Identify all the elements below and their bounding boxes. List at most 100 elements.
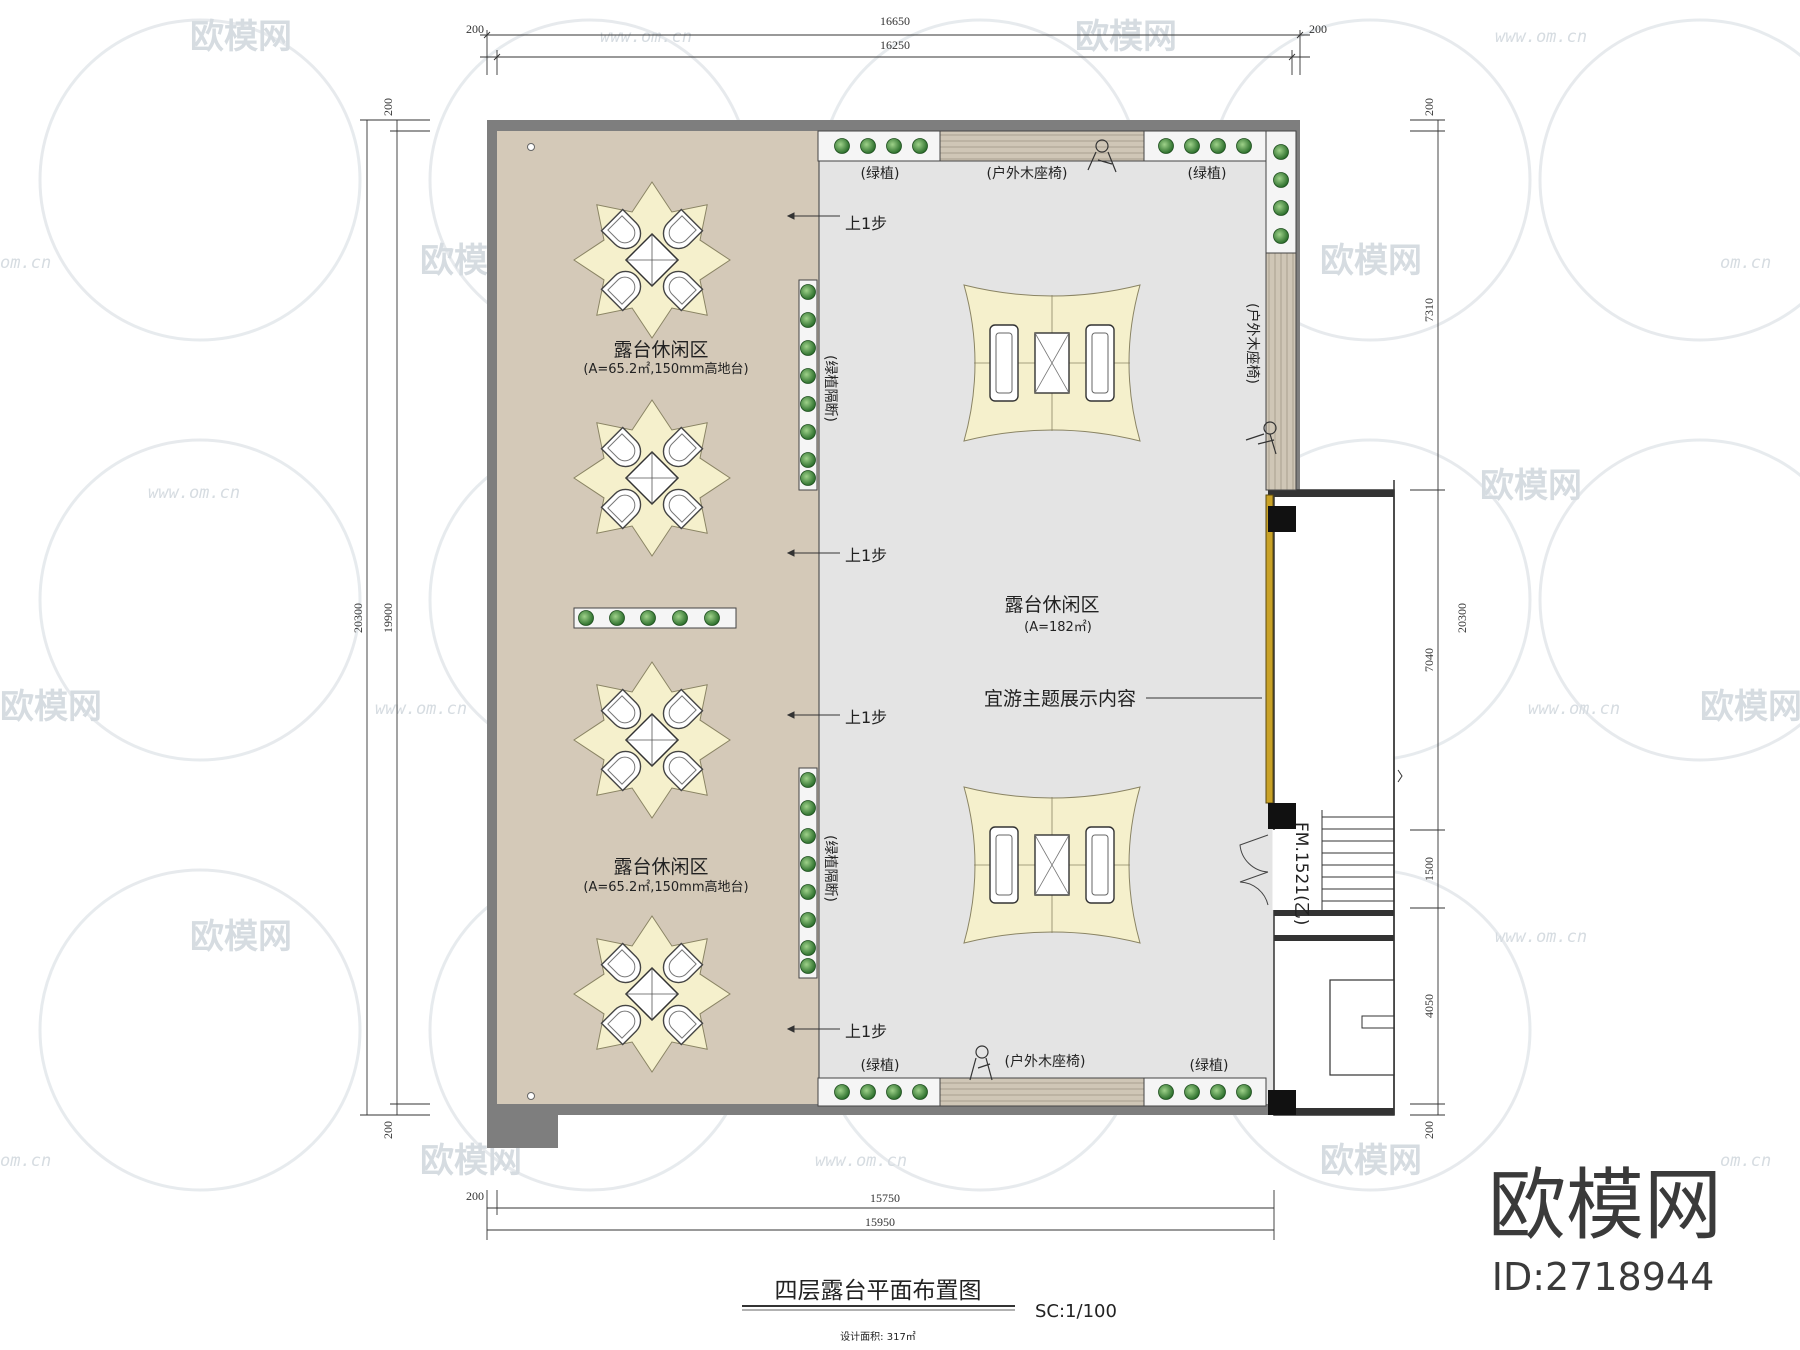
plant-icon bbox=[912, 1084, 928, 1100]
plant-icon bbox=[800, 340, 816, 356]
plant-icon bbox=[1273, 144, 1289, 160]
watermark-layer: 欧模网欧模网欧模网欧模网欧模网欧模网欧模网欧模网欧模网欧模网欧模网欧模网欧模网w… bbox=[0, 17, 1800, 1192]
bench-label: (户外木座椅) bbox=[987, 165, 1068, 182]
drain-icon bbox=[527, 1092, 535, 1100]
watermark-url: www.om.cn bbox=[1495, 27, 1587, 47]
dim-top-total: 16650 bbox=[880, 14, 910, 28]
sofa bbox=[1085, 324, 1115, 402]
central-plaza bbox=[819, 131, 1274, 1104]
umbrella-set bbox=[573, 181, 731, 339]
dim-right-bottom: 200 bbox=[1422, 1121, 1436, 1139]
dim-right-seg2: 7040 bbox=[1422, 648, 1436, 672]
planter-label: (绿植) bbox=[861, 1058, 900, 1074]
plant-icon bbox=[800, 368, 816, 384]
display-wall bbox=[1265, 494, 1274, 804]
plant-icon bbox=[800, 396, 816, 412]
plant-icon bbox=[800, 912, 816, 928]
bench-right bbox=[1265, 252, 1297, 491]
zone-sublabel-center: (A=182㎡) bbox=[1024, 620, 1092, 635]
watermark-text: 欧模网 bbox=[1320, 1141, 1422, 1181]
plant-icon bbox=[834, 138, 850, 154]
plant-icon bbox=[1273, 172, 1289, 188]
step-arrows bbox=[786, 212, 1262, 1033]
dim-top-left: 200 bbox=[466, 22, 484, 36]
plant-icon bbox=[578, 610, 594, 626]
planter-label: (绿植) bbox=[1188, 166, 1227, 182]
plant-icon bbox=[886, 1084, 902, 1100]
plant-icon bbox=[1273, 228, 1289, 244]
step-label: 上1步 bbox=[845, 708, 887, 727]
watermark-url: om.cn bbox=[0, 253, 51, 273]
plant-icon bbox=[1158, 1084, 1174, 1100]
plant-icon bbox=[1184, 1084, 1200, 1100]
watermark-url: om.cn bbox=[1720, 1151, 1771, 1171]
scale-label: SC:1/100 bbox=[1035, 1301, 1117, 1322]
plant-icon bbox=[1210, 138, 1226, 154]
dim-left-outer: 20300 bbox=[351, 603, 365, 633]
step-label: 上1步 bbox=[845, 546, 887, 565]
dim-bottom-inner: 15750 bbox=[870, 1191, 900, 1205]
plant-group bbox=[578, 138, 1289, 1100]
sail-canopy-group bbox=[963, 284, 1141, 944]
watermark-text: 欧模网 bbox=[0, 687, 102, 727]
dim-top-inner: 16250 bbox=[880, 38, 910, 52]
dim-left-top: 200 bbox=[381, 98, 395, 116]
watermark-text: 欧模网 bbox=[1700, 687, 1800, 727]
watermark-text: 欧模网 bbox=[190, 917, 292, 957]
dim-bottom-left: 200 bbox=[466, 1189, 484, 1203]
watermark-url: om.cn bbox=[0, 1151, 51, 1171]
drawing-title: 四层露台平面布置图 bbox=[775, 1278, 982, 1304]
bench-top bbox=[939, 130, 1145, 162]
partition-label: (绿植隔断) bbox=[822, 355, 838, 422]
plant-icon bbox=[800, 452, 816, 468]
watermark-url: www.om.cn bbox=[148, 483, 240, 503]
sofa bbox=[989, 324, 1019, 402]
plant-icon bbox=[912, 138, 928, 154]
dim-left-inner: 19900 bbox=[381, 603, 395, 633]
plant-icon bbox=[1236, 138, 1252, 154]
plant-icon bbox=[672, 610, 688, 626]
umbrella-set bbox=[573, 661, 731, 819]
plant-icon bbox=[886, 138, 902, 154]
sail-canopy bbox=[963, 284, 1141, 442]
plant-icon bbox=[800, 772, 816, 788]
plant-icon bbox=[1273, 200, 1289, 216]
plant-icon bbox=[609, 610, 625, 626]
plant-icon bbox=[800, 470, 816, 486]
step-label: 上1步 bbox=[845, 214, 887, 233]
umbrella-set bbox=[573, 399, 731, 557]
dim-right-seg3: 1500 bbox=[1422, 857, 1436, 881]
sofa bbox=[989, 826, 1019, 904]
person-icon bbox=[969, 139, 1277, 1081]
dim-top-right: 200 bbox=[1309, 22, 1327, 36]
plant-icon bbox=[800, 312, 816, 328]
door-label: FM.1521(乙) bbox=[1291, 822, 1311, 925]
watermark-url: www.om.cn bbox=[815, 1151, 907, 1171]
sail-canopy bbox=[963, 786, 1141, 944]
drain-icon bbox=[527, 143, 535, 151]
plant-icon bbox=[800, 884, 816, 900]
zone-label-center: 露台休闲区 bbox=[1004, 594, 1099, 616]
plant-icon bbox=[800, 828, 816, 844]
watermark-url: www.om.cn bbox=[1495, 927, 1587, 947]
dim-left-bottom: 200 bbox=[381, 1121, 395, 1139]
plant-icon bbox=[800, 424, 816, 440]
watermark-text: 欧模网 bbox=[1320, 241, 1422, 281]
plant-icon bbox=[860, 1084, 876, 1100]
dim-right-seg1: 7310 bbox=[1422, 298, 1436, 322]
sofa bbox=[1085, 826, 1115, 904]
plant-icon bbox=[1158, 138, 1174, 154]
umbrella-group bbox=[573, 181, 731, 1073]
stair-core bbox=[1265, 480, 1403, 1116]
watermark-text: 欧模网 bbox=[1075, 17, 1177, 57]
zone-label-left-bottom: 露台休闲区 bbox=[613, 856, 708, 878]
plant-icon bbox=[1184, 138, 1200, 154]
watermark-text: 欧模网 bbox=[1480, 466, 1582, 506]
zone-sublabel-left-bottom: (A=65.2㎡,150mm高地台) bbox=[583, 879, 748, 895]
plant-icon bbox=[1210, 1084, 1226, 1100]
brand-id: ID:2718944 bbox=[1492, 1255, 1715, 1299]
planter-label: (绿植) bbox=[861, 166, 900, 182]
zone-label-left-top: 露台休闲区 bbox=[613, 339, 708, 361]
plant-icon bbox=[800, 940, 816, 956]
